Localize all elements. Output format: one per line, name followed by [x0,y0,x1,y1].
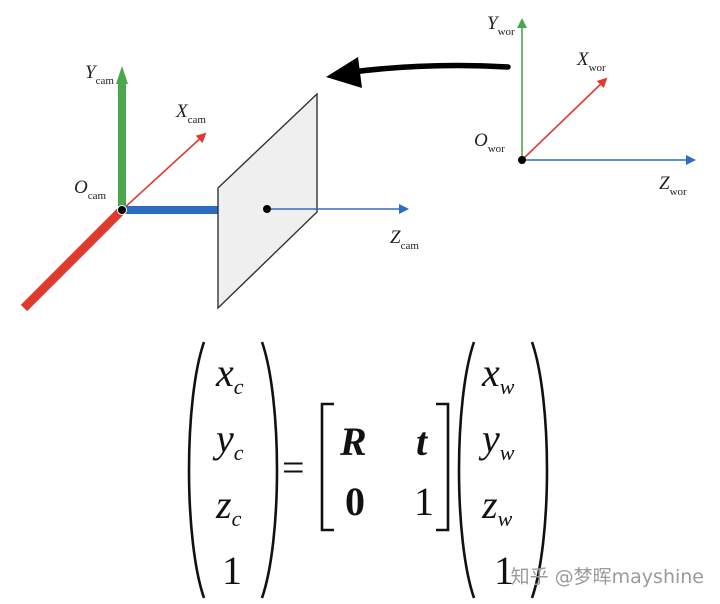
lhs-entry-y: yc [212,416,244,465]
rhs-entry-z: zw [481,482,513,531]
matrix-left-bracket [320,402,334,532]
camera-x-axis-thick [20,206,126,312]
watermark-text: 知乎 @梦晖mayshine [511,566,704,588]
matrix-rotation: R [339,419,367,464]
world-origin-label: Owor [474,130,505,155]
rhs-left-paren [457,341,476,599]
camera-origin-label: Ocam [74,177,106,202]
transform-arrow-shaft [349,62,511,75]
lhs-entry-z: zc [215,482,242,531]
image-plane [217,92,409,310]
rhs-entry-y: yw [478,416,515,465]
camera-y-label: Ycam [85,62,114,87]
camera-origin-point [117,205,127,215]
camera-z-label: Zcam [390,227,419,252]
camera-frame: Ycam Xcam Ocam Zcam [20,62,419,312]
matrix-translation: t [416,419,429,464]
camera-x-axis [121,132,207,211]
world-to-camera-arrow [326,57,511,88]
world-x-label: Xwor [576,49,606,74]
world-frame: Ywor Xwor Owor Zwor [474,13,696,198]
transform-arrowhead [326,57,362,88]
rhs-right-paren [530,341,549,599]
image-plane-quad [217,92,318,310]
world-origin-point [518,156,526,164]
matrix-one: 1 [414,479,434,524]
rhs-entry-one: 1 [494,548,514,593]
transformation-equation: xc yc zc 1 = R t 0 1 xw yw zw 1 [187,341,549,599]
rhs-entry-x: xw [481,350,515,399]
matrix-zero: 0 [345,479,365,524]
lhs-right-paren [260,341,279,599]
matrix-right-bracket [436,402,450,532]
world-y-label: Ywor [487,13,515,38]
camera-x-label: Xcam [175,101,206,126]
camera-y-arrowhead [116,66,128,84]
lhs-entry-x: xc [215,350,244,399]
lhs-entry-one: 1 [222,548,242,593]
world-x-axis [521,77,608,161]
equals-sign: = [282,445,305,490]
world-z-label: Zwor [659,173,687,198]
principal-point [263,205,271,213]
lhs-left-paren [187,341,206,599]
